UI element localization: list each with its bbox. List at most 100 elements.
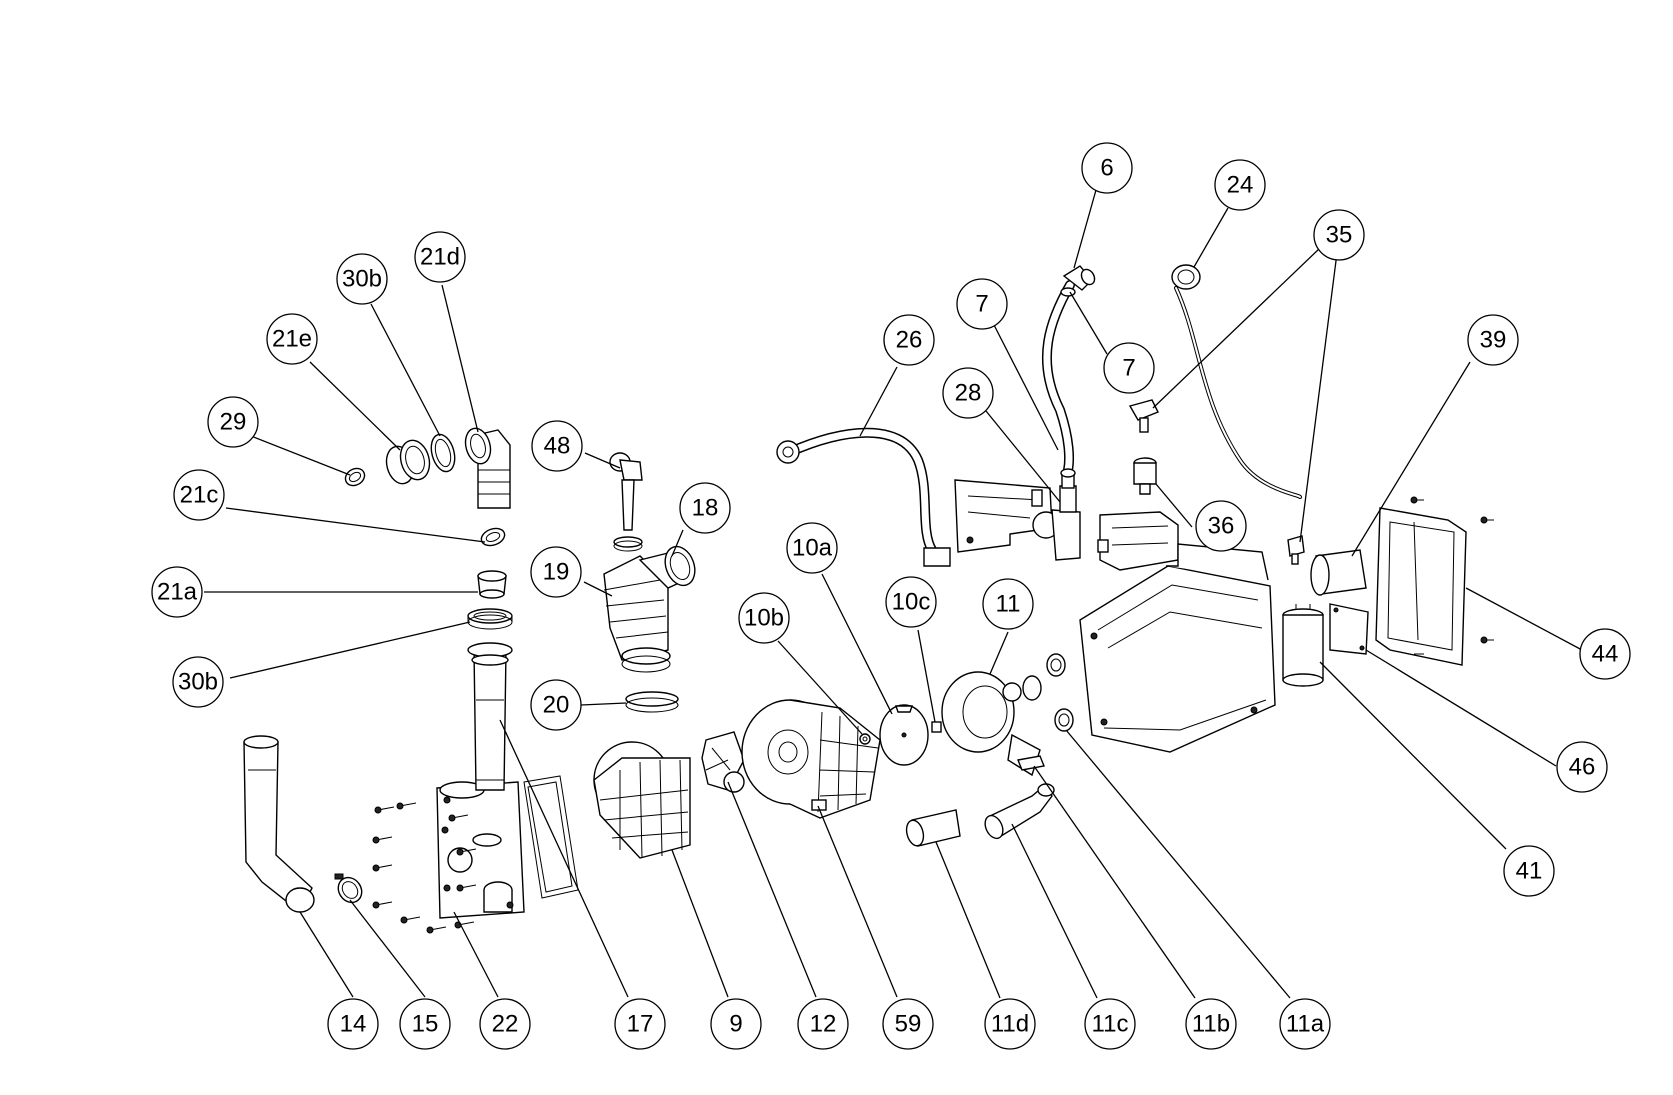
part-drawings (243, 264, 1494, 934)
leader-24 (1193, 207, 1229, 268)
part-21a-coupling (477, 570, 507, 599)
callout-label: 9 (729, 1011, 742, 1038)
callout-label: 48 (544, 433, 571, 460)
part-46-circuit-board (1329, 603, 1369, 655)
callout-11: 11 (982, 578, 1034, 630)
part-41-capacitor (1282, 604, 1324, 687)
callout-label: 17 (627, 1011, 654, 1038)
callout-35: 35 (1313, 209, 1365, 261)
leader-19 (583, 581, 613, 597)
callout-21d: 21d (414, 231, 466, 283)
callout-10b: 10b (738, 592, 790, 644)
part-6-elbow-connector (1062, 265, 1096, 291)
callout-20: 20 (530, 679, 582, 731)
callout-label: 14 (340, 1011, 367, 1038)
part-39-cylinder (1310, 549, 1367, 596)
callout-label: 10c (892, 589, 931, 616)
leader-30b-bottom (229, 621, 471, 679)
leader-21e (309, 361, 401, 451)
leader-11c (1011, 823, 1098, 999)
callout-label: 41 (1516, 858, 1543, 885)
part-35-switch-right (1287, 535, 1305, 565)
callout-label: 30b (342, 266, 382, 293)
callout-12: 12 (797, 998, 849, 1050)
leader-26 (859, 366, 898, 437)
callout-22: 22 (479, 998, 531, 1050)
callout-48: 48 (531, 420, 583, 472)
leader-6 (1073, 189, 1097, 269)
leader-10c (917, 629, 936, 723)
part-11-pump-cover (941, 671, 1042, 777)
part-36-bracket (1097, 511, 1179, 571)
leader-lines (204, 189, 1583, 999)
leader-11d (935, 841, 1001, 999)
callout-label: 28 (955, 380, 982, 407)
callout-label: 6 (1100, 155, 1113, 182)
leader-35a (1152, 247, 1321, 409)
callout-10c: 10c (885, 576, 937, 628)
callout-label: 21e (272, 326, 312, 353)
part-14-elbow-pipe (243, 735, 315, 914)
callout-label: 10a (792, 535, 833, 562)
leader-17 (499, 719, 629, 998)
callout-11a: 11a (1279, 998, 1331, 1050)
leader-9 (671, 849, 729, 998)
callout-label: 11c (1092, 1011, 1129, 1038)
callout-29: 29 (207, 396, 259, 448)
callout-17: 17 (614, 998, 666, 1050)
callout-28: 28 (942, 367, 994, 419)
part-11b-connector (1017, 755, 1045, 771)
callout-39: 39 (1467, 314, 1519, 366)
callout-label: 22 (492, 1011, 519, 1038)
callout-label: 21a (157, 579, 198, 606)
part-48-shaft (609, 452, 643, 552)
part-11d-pipe (905, 809, 961, 847)
part-30b-lower-ring (467, 608, 513, 630)
callout-label: 26 (896, 327, 923, 354)
part-9-filter-basket (593, 741, 691, 859)
part-10c-nut (931, 721, 942, 733)
callout-label: 39 (1480, 327, 1507, 354)
callout-7b: 7 (1103, 342, 1155, 394)
callout-46: 46 (1556, 741, 1608, 793)
callout-label: 11a (1286, 1011, 1325, 1038)
part-10b-washer (859, 733, 871, 745)
part-7-tube (1042, 280, 1076, 478)
part-15-hose-clamp (334, 873, 363, 904)
part-10a-disc (879, 704, 929, 766)
part-20-ring (625, 691, 679, 713)
callout-label: 12 (810, 1011, 837, 1038)
callout-14: 14 (327, 998, 379, 1050)
callout-label: 29 (220, 409, 247, 436)
callout-label: 11d (991, 1011, 1029, 1038)
callout-21c: 21c (173, 469, 225, 521)
callout-26: 26 (883, 314, 935, 366)
leader-18 (671, 529, 684, 557)
callout-label: 15 (412, 1011, 439, 1038)
leader-10b (777, 640, 863, 735)
leader-39 (1351, 361, 1471, 557)
callout-label: 59 (895, 1011, 922, 1038)
callout-9: 9 (710, 998, 762, 1050)
callout-11d: 11d (984, 998, 1036, 1050)
callout-bubbles: 6 24 35 7 7 39 26 28 (151, 142, 1631, 1050)
leader-12 (727, 781, 817, 998)
leader-41 (1319, 661, 1507, 850)
part-main-tub (1079, 543, 1276, 753)
leader-46 (1365, 649, 1557, 767)
part-18-bellows-end (638, 545, 696, 589)
leader-14 (299, 911, 354, 998)
part-28-valve-bracket (954, 473, 1081, 561)
callout-18: 18 (679, 482, 731, 534)
part-22-sump-housing (436, 781, 525, 919)
callout-label: 20 (543, 692, 570, 719)
part-12-impeller (701, 731, 745, 793)
callout-15: 15 (399, 998, 451, 1050)
callout-label: 21c (180, 482, 219, 509)
leader-36 (1155, 483, 1193, 528)
callout-label: 11b (1192, 1011, 1230, 1038)
part-21e-adapter (385, 439, 431, 485)
leader-7b (1069, 291, 1108, 355)
leader-7a (992, 322, 1059, 451)
